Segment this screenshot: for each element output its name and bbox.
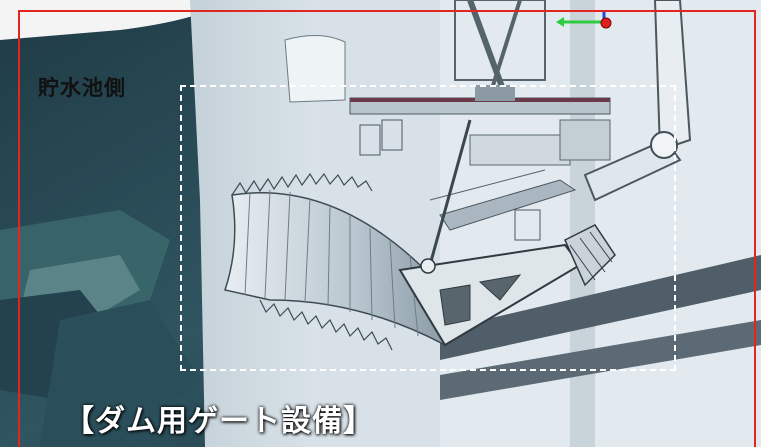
highlight-frame — [18, 10, 756, 447]
gate-region-outline — [180, 85, 676, 371]
dam-gate-title: 【ダム用ゲート設備】 — [64, 404, 374, 439]
reservoir-side-label: 貯水池側 — [38, 76, 126, 100]
xyz-axis-gizmo-icon[interactable] — [552, 10, 614, 34]
